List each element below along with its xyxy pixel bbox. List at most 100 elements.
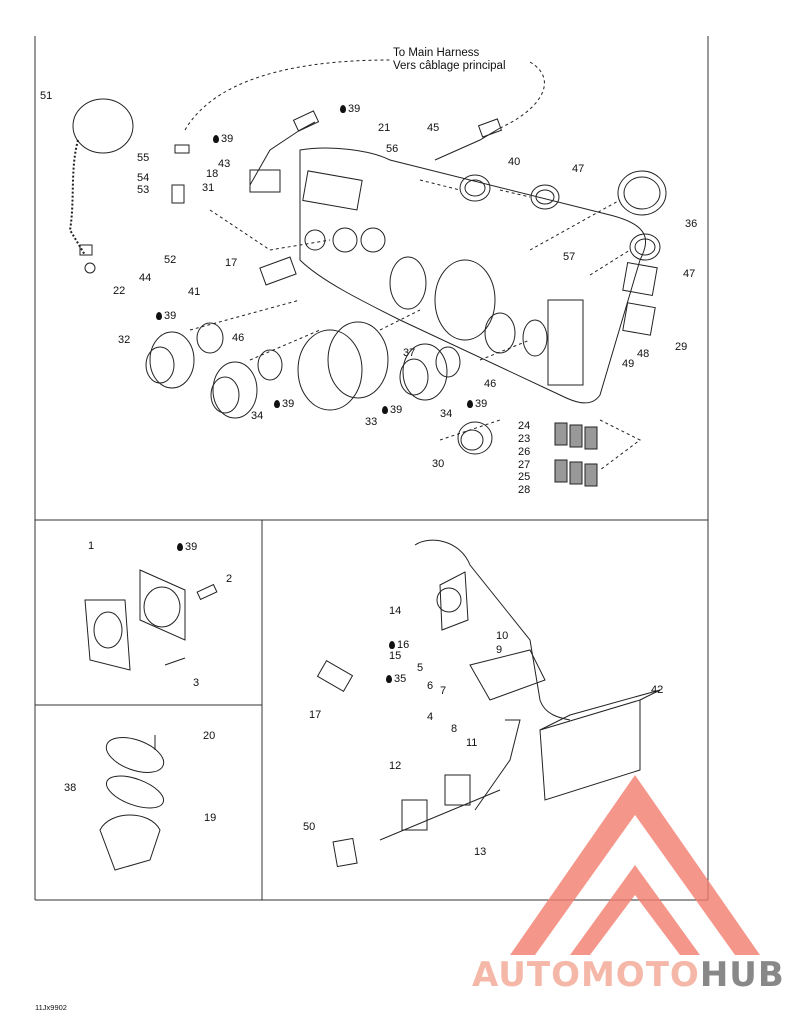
callout-number: 40 (508, 156, 521, 168)
callout-number: 39 (475, 398, 488, 410)
drop-icon (340, 105, 346, 113)
callout-39a: 39 (340, 103, 360, 115)
callout-49: 49 (622, 358, 634, 370)
part-51-sensor (68, 98, 134, 274)
callout-number: 32 (118, 334, 131, 346)
callout-number: 19 (204, 812, 217, 824)
callout-23: 23 (518, 433, 530, 445)
callout-number: 15 (389, 650, 402, 662)
callout-number: 34 (440, 408, 453, 420)
callout-51: 51 (40, 90, 52, 102)
callout-18: 18 (206, 168, 218, 180)
callout-number: 43 (218, 158, 231, 170)
watermark-logo (510, 775, 760, 955)
callout-53: 53 (137, 184, 149, 196)
callout-number: 27 (518, 459, 531, 471)
wire-connectors (171, 110, 320, 204)
callout-14: 14 (389, 605, 401, 617)
callout-33: 33 (365, 416, 377, 428)
inset-plate (84, 569, 218, 671)
callout-number: 16 (397, 639, 410, 651)
drop-icon (467, 400, 473, 408)
harness-route-line-right (499, 61, 545, 129)
callout-16: 16 (389, 639, 409, 651)
callout-21: 21 (378, 122, 390, 134)
drop-icon (156, 312, 162, 320)
callout-45: 45 (427, 122, 439, 134)
callout-number: 39 (390, 404, 403, 416)
callout-4: 4 (427, 711, 433, 723)
drop-icon (274, 400, 280, 408)
callout-11: 11 (466, 737, 477, 749)
drop-icon (386, 675, 392, 683)
callout-number: 52 (164, 254, 177, 266)
callout-number: 39 (221, 133, 234, 145)
part-17-plug (259, 256, 354, 692)
harness-label-line2: Vers câblage principal (393, 60, 506, 72)
callout-number: 46 (232, 332, 245, 344)
callout-39c: 39 (156, 310, 176, 322)
callout-22: 22 (113, 285, 125, 297)
callout-38: 38 (64, 782, 76, 794)
callout-3: 3 (193, 677, 199, 689)
callout-27: 27 (518, 459, 530, 471)
drop-icon (213, 135, 219, 143)
callout-number: 31 (202, 182, 215, 194)
callout-40: 40 (508, 156, 520, 168)
callout-number: 57 (563, 251, 576, 263)
callout-56: 56 (386, 143, 398, 155)
callout-34b: 34 (440, 408, 452, 420)
callout-number: 34 (251, 410, 264, 422)
callout-10: 10 (496, 630, 508, 642)
callout-41: 41 (188, 286, 200, 298)
callout-47a: 47 (572, 163, 584, 175)
callout-number: 39 (348, 103, 361, 115)
callout-34a: 34 (251, 410, 263, 422)
callout-46b: 46 (484, 378, 496, 390)
callout-number: 48 (637, 348, 650, 360)
callout-number: 56 (386, 143, 399, 155)
callout-25: 25 (518, 471, 530, 483)
callout-number: 23 (518, 433, 531, 445)
callout-number: 42 (651, 684, 664, 696)
callout-number: 17 (309, 709, 322, 721)
callout-number: 38 (64, 782, 77, 794)
callout-number: 11 (466, 737, 478, 749)
callout-46a: 46 (232, 332, 244, 344)
callout-57: 57 (563, 251, 575, 263)
callout-number: 6 (427, 680, 434, 692)
callout-13: 13 (474, 846, 486, 858)
callout-number: 37 (403, 347, 416, 359)
part-45-sensor (434, 118, 503, 161)
callout-26: 26 (518, 446, 530, 458)
callout-number: 26 (518, 446, 531, 458)
callout-number: 46 (484, 378, 497, 390)
callout-number: 54 (137, 172, 150, 184)
dashboard-panel (299, 147, 647, 404)
callout-number: 12 (389, 760, 402, 772)
callout-number: 39 (185, 541, 198, 553)
harness-label-line1: To Main Harness (393, 47, 480, 59)
callout-43: 43 (218, 158, 230, 170)
callout-number: 9 (496, 644, 503, 656)
callout-number: 47 (572, 163, 585, 175)
callout-39g: 39 (177, 541, 197, 553)
callout-8: 8 (451, 723, 457, 735)
callout-number: 39 (282, 398, 295, 410)
callout-number: 18 (206, 168, 219, 180)
callout-number: 4 (427, 711, 434, 723)
callout-44: 44 (139, 272, 151, 284)
callout-number: 55 (137, 152, 150, 164)
callout-number: 17 (225, 257, 238, 269)
callout-7: 7 (440, 685, 446, 697)
switch-blocks (554, 422, 598, 487)
callout-number: 22 (113, 285, 126, 297)
callout-number: 51 (40, 90, 53, 102)
callout-number: 41 (188, 286, 201, 298)
gauges (145, 321, 493, 455)
callout-number: 29 (675, 341, 688, 353)
callout-number: 47 (683, 268, 696, 280)
callout-17b: 17 (309, 709, 321, 721)
callout-6: 6 (427, 680, 433, 692)
